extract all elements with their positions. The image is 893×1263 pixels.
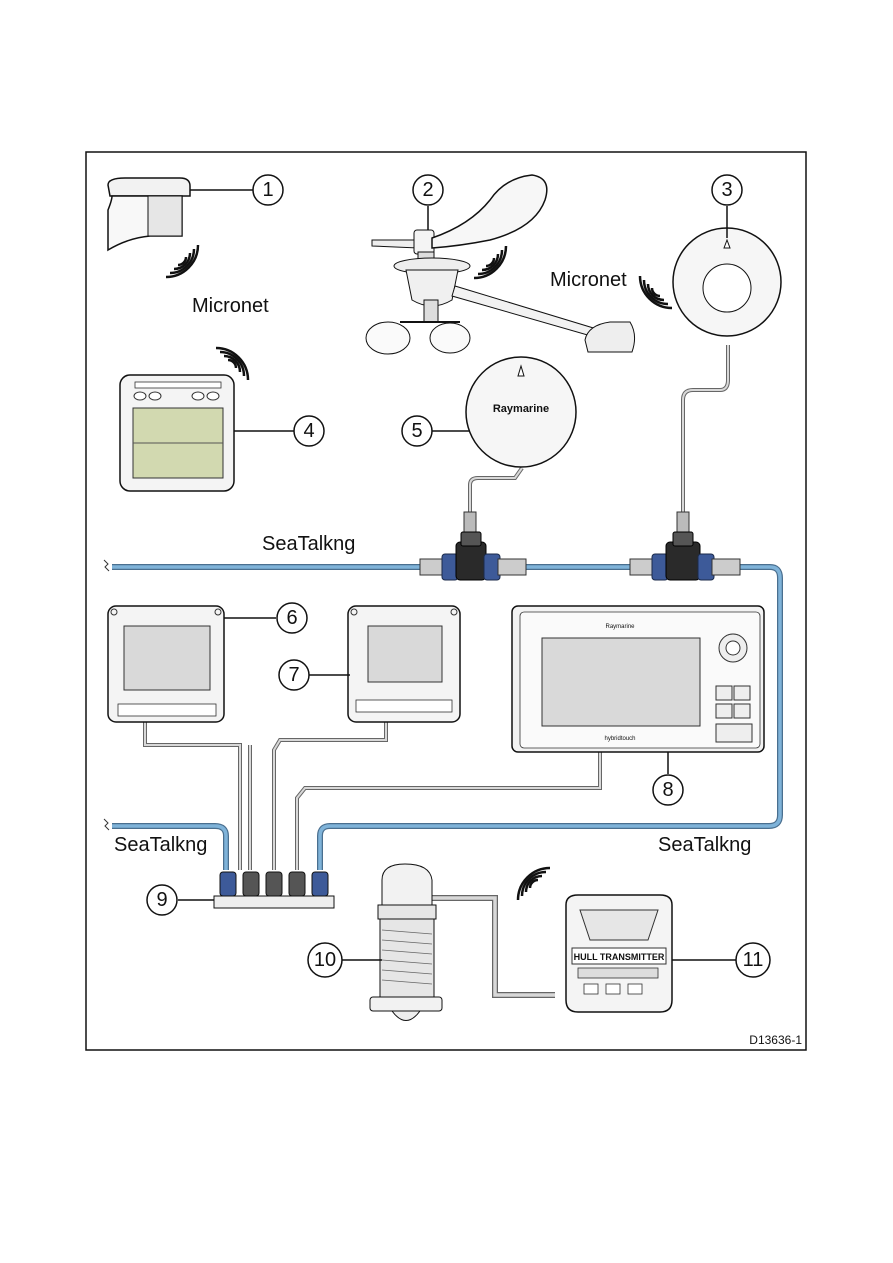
svg-text:6: 6: [286, 607, 297, 629]
callout-7: 7: [278, 659, 310, 691]
reference-code: D13636-1: [749, 1033, 802, 1047]
diagram-frame: [85, 151, 807, 1051]
svg-text:10: 10: [314, 949, 336, 971]
device-1-transducer: [107, 177, 254, 252]
t-piece-connector-left: [419, 511, 527, 581]
wireless-signal-icon: [215, 346, 250, 381]
device-10-through-hull-transducer: [342, 863, 555, 1021]
callout-11: 11: [735, 942, 771, 978]
mfd-brand-label: Raymarine: [605, 624, 635, 630]
mfd-model-label: hybridtouch: [604, 736, 635, 742]
device-2-wind-transducer: [365, 174, 636, 355]
wireless-signal-icon: [516, 866, 551, 901]
svg-text:1: 1: [262, 179, 273, 201]
t-piece-connector-right: [629, 511, 741, 581]
pilot-brand-label: Raymarine: [493, 403, 549, 415]
callout-2: 2: [412, 174, 444, 206]
callout-3: 3: [711, 174, 743, 206]
callout-8: 8: [652, 774, 684, 806]
svg-text:4: 4: [303, 420, 314, 442]
seatalkng-backbone-top: [103, 559, 783, 870]
callout-6: 6: [276, 602, 308, 634]
hull-transmitter-label: HULL TRANSMITTER: [574, 952, 665, 962]
svg-text:5: 5: [411, 420, 422, 442]
device-8-multifunction-display: Raymarine hybridtouch: [511, 605, 765, 774]
micronet-label-left: Micronet: [192, 295, 269, 317]
callout-1: 1: [252, 174, 284, 206]
device-5-pilot-unit: Raymarine: [432, 356, 577, 468]
seatalkng-backbone-bottom: [103, 818, 229, 870]
svg-text:3: 3: [721, 179, 732, 201]
micronet-label-right: Micronet: [550, 269, 627, 291]
callout-5: 5: [401, 415, 433, 447]
wireless-signal-icon: [638, 275, 673, 310]
seatalkng-label-bottom-left: SeaTalkng: [114, 834, 207, 856]
svg-text:7: 7: [288, 664, 299, 686]
wireless-signal-icon: [165, 244, 200, 279]
wireless-signal-icon: [473, 245, 508, 280]
seatalkng-label-top: SeaTalkng: [262, 533, 355, 555]
device-7-display: [309, 605, 461, 723]
device-9-5-way-connector: [178, 871, 335, 909]
callout-4: 4: [293, 415, 325, 447]
callout-10: 10: [307, 942, 343, 978]
callout-9: 9: [146, 884, 178, 916]
device-3-wireless-receiver: [672, 206, 782, 337]
device-6-display: [107, 605, 276, 723]
svg-text:8: 8: [662, 779, 673, 801]
device-4-instrument-display: [119, 374, 294, 492]
device-11-hull-transmitter: HULL TRANSMITTER: [565, 894, 736, 1013]
seatalkng-label-bottom-right: SeaTalkng: [658, 834, 751, 856]
svg-text:11: 11: [743, 949, 764, 971]
svg-text:2: 2: [422, 179, 433, 201]
svg-text:9: 9: [156, 889, 167, 911]
